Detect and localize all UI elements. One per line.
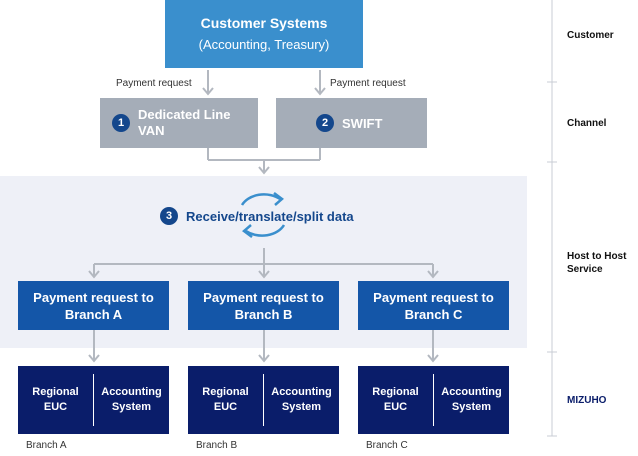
number-badge-3: 3 (160, 207, 178, 225)
payment-request-branch-b: Payment request to Branch B (188, 281, 339, 330)
number-badge-1: 1 (112, 114, 130, 132)
arrow-down-icon (258, 166, 270, 175)
branch-c-divider (433, 374, 434, 426)
side-label-host-to-host: Host to Host Service (567, 251, 627, 275)
cycle-arrows-icon (240, 192, 286, 238)
payment-request-branch-c: Payment request to Branch C (358, 281, 509, 330)
customer-systems-subtitle: (Accounting, Treasury) (198, 37, 330, 52)
channel-2-label: SWIFT (342, 115, 383, 131)
host-process: 3 Receive/translate/split data (160, 207, 354, 225)
payment-request-label-left: Payment request (116, 78, 192, 89)
channel-1-line2: VAN (138, 123, 165, 138)
arrow-down-icon (258, 354, 270, 363)
branch-b-label: Branch B (196, 440, 238, 451)
branch-b-divider (263, 374, 264, 426)
branch-c-label: Branch C (366, 440, 408, 451)
arrow-down-icon (88, 354, 100, 363)
host-process-label: Receive/translate/split data (186, 208, 354, 224)
request-c-line1: Payment request to (373, 289, 494, 305)
number-badge-2: 2 (316, 114, 334, 132)
arrow-down-icon (427, 270, 439, 279)
request-a-line1: Payment request to (33, 289, 154, 305)
customer-systems-box: Customer Systems (Accounting, Treasury) (165, 0, 363, 68)
arrow-down-icon (258, 270, 270, 279)
channel-dedicated-line-van: 1 Dedicated Line VAN (100, 98, 258, 148)
request-c-line2: Branch C (404, 306, 463, 322)
payment-request-label-right: Payment request (330, 78, 406, 89)
side-label-channel: Channel (567, 118, 607, 129)
customer-systems-title: Customer Systems (200, 15, 328, 31)
arrow-down-icon (88, 270, 100, 279)
side-label-mizuho: MIZUHO (567, 395, 607, 406)
side-label-customer: Customer (567, 30, 614, 41)
arrow-down-icon (202, 87, 214, 96)
branch-a-divider (93, 374, 94, 426)
arrow-down-icon (427, 354, 439, 363)
request-b-line2: Branch B (234, 306, 293, 322)
request-a-line2: Branch A (64, 306, 123, 322)
request-b-line1: Payment request to (203, 289, 324, 305)
payment-request-branch-a: Payment request to Branch A (18, 281, 169, 330)
branch-a-label: Branch A (26, 440, 67, 451)
channel-swift: 2 SWIFT (276, 98, 427, 148)
channel-1-line1: Dedicated Line (138, 107, 231, 122)
arrow-down-icon (314, 87, 326, 96)
